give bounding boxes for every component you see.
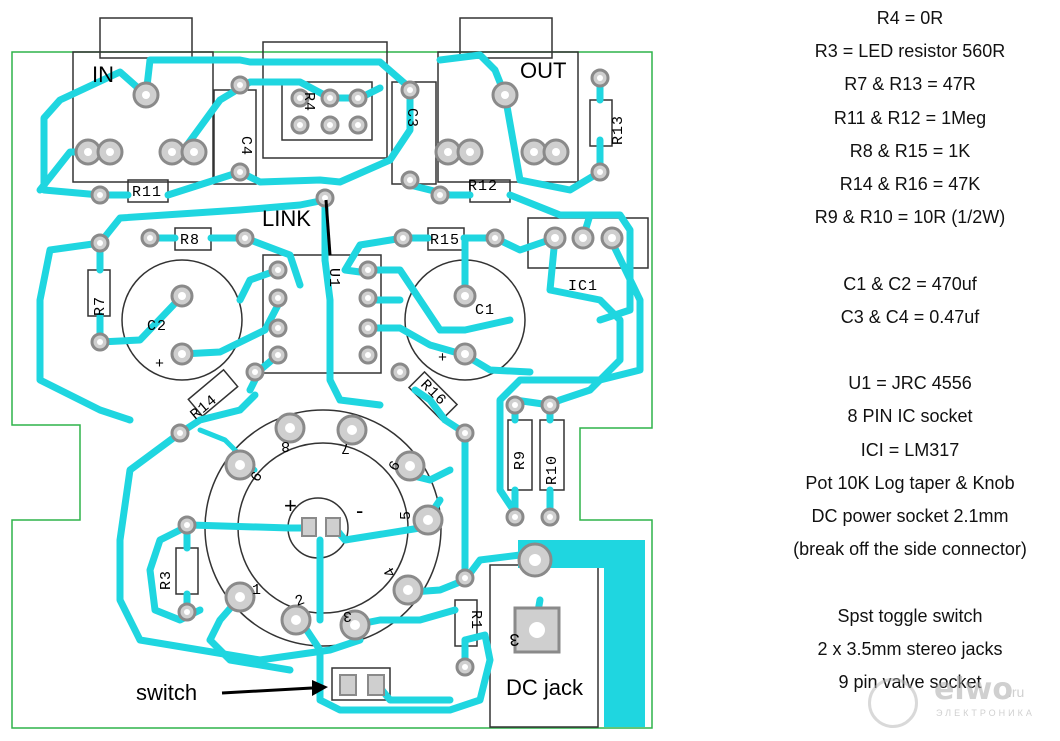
- label-r13: R13: [610, 115, 627, 145]
- bom-line: R8 & R15 = 1K: [849, 140, 971, 161]
- label-u1: U1: [325, 268, 342, 288]
- bom-line: R9 & R10 = 10R (1/2W): [814, 207, 1006, 228]
- parts-list: R4 = 0R R3 = LED resistor 560R R7 & R13 = …: [760, 0, 1060, 741]
- label-r15: R15: [430, 232, 460, 249]
- bom-line: R4 = 0R: [876, 8, 944, 28]
- valve-pin-8: 8: [280, 437, 290, 454]
- label-c1: C1: [475, 302, 495, 319]
- watermark-tagline: ЭЛЕКТРОНИКА: [936, 708, 1035, 718]
- bom-line: 8 PIN IC socket: [847, 406, 973, 427]
- valve-pin-7: 7: [340, 439, 350, 456]
- watermark-logo-icon: [868, 678, 918, 728]
- c1-plus: +: [438, 350, 448, 367]
- board-outline: [11, 51, 653, 729]
- bom-line: DC power socket 2.1mm: [811, 506, 1009, 526]
- label-switch: switch: [136, 680, 197, 705]
- label-out: OUT: [520, 58, 566, 83]
- bom-line: R7 & R13 = 47R: [844, 74, 976, 95]
- label-minus: -: [356, 498, 363, 523]
- valve-pin-1: 1: [252, 582, 262, 599]
- valve-pin-3: 3: [342, 607, 352, 624]
- pads: [74, 68, 624, 696]
- label-in: IN: [92, 62, 114, 87]
- label-c3: C3: [403, 108, 420, 128]
- dc-pin-3: 3: [508, 628, 520, 648]
- label-r16: R16: [416, 377, 449, 410]
- bom-line: R14 & R16 = 47K: [839, 174, 981, 194]
- label-r8: R8: [180, 232, 200, 249]
- label-plus: +: [284, 493, 297, 518]
- valve-pin-5: 5: [398, 510, 415, 520]
- label-r9: R9: [512, 450, 529, 470]
- label-r4: R4: [300, 92, 317, 112]
- label-r12: R12: [468, 178, 498, 195]
- label-c2: C2: [147, 318, 167, 335]
- bom-line: R11 & R12 = 1Meg: [833, 107, 987, 128]
- watermark-brand: elwo: [934, 672, 1013, 707]
- switch-arrowhead: [312, 680, 328, 696]
- bom-line: R3 = LED resistor 560R: [814, 41, 1006, 62]
- valve-pin-4: 4: [381, 563, 401, 580]
- watermark: elwo .ru ЭЛЕКТРОНИКА: [858, 672, 1060, 732]
- bom-line: 2 x 3.5mm stereo jacks: [817, 638, 1003, 659]
- label-link: LINK: [262, 206, 311, 231]
- switch-arrow: [221, 686, 313, 695]
- watermark-tld: .ru: [1008, 684, 1025, 700]
- label-r10: R10: [544, 455, 561, 485]
- pcb-layout: IN OUT LINK switch DC jack + - R11 R12 R…: [11, 17, 653, 729]
- label-r11: R11: [132, 184, 162, 201]
- label-r7: R7: [92, 296, 109, 316]
- bom-line: C1 & C2 = 470uf: [843, 273, 977, 294]
- c2-plus: +: [155, 356, 165, 373]
- link-marker: [324, 199, 332, 256]
- bom-line: C3 & C4 = 0.47uf: [840, 306, 980, 327]
- bom-line: (break off the side connector): [793, 539, 1027, 560]
- label-r1: R1: [467, 610, 484, 630]
- label-r3: R3: [158, 570, 175, 590]
- bom-line: Pot 10K Log taper & Knob: [805, 472, 1015, 493]
- bom-line: U1 = JRC 4556: [848, 373, 972, 394]
- bom-line: ICI = LM317: [860, 439, 960, 460]
- label-dc-jack: DC jack: [506, 675, 584, 700]
- label-c4: C4: [237, 136, 254, 156]
- bom-line: Spst toggle switch: [837, 605, 983, 626]
- pcb-diagram: IN OUT LINK switch DC jack + - R11 R12 R…: [11, 17, 653, 729]
- dc-copper-pour: [518, 540, 645, 727]
- label-ic1: IC1: [568, 278, 598, 295]
